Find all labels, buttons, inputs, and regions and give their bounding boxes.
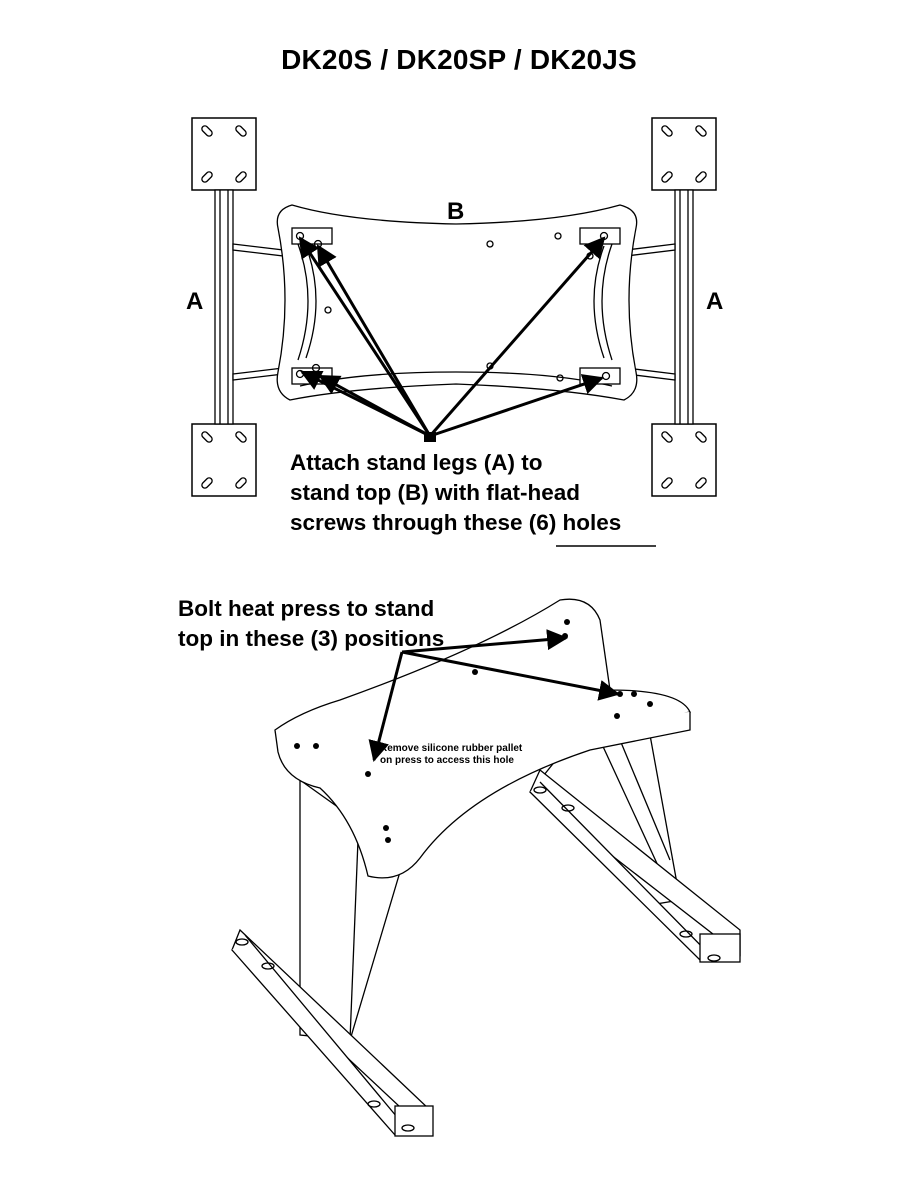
- page-title: DK20S / DK20SP / DK20JS: [281, 44, 637, 75]
- hole-note-line-2: on press to access this hole: [380, 755, 514, 766]
- hole-note-line-1: Remove silicone rubber pallet: [380, 743, 523, 754]
- attach-instruction: Attach stand legs (A) to stand top (B) w…: [290, 448, 621, 538]
- top-view: [191, 117, 717, 497]
- attach-line-3: screws through these (6) holes: [290, 510, 622, 535]
- leg-label-right: A: [706, 288, 724, 315]
- base-slots: [235, 786, 721, 1132]
- left-leg: [191, 117, 301, 497]
- leg-label-left: A: [186, 288, 204, 315]
- top-view-arrows: [298, 236, 606, 442]
- top-label: B: [447, 198, 465, 225]
- bolt-line-2: top in these (3) positions: [178, 626, 445, 651]
- bolt-instruction: Bolt heat press to stand top in these (3…: [178, 594, 444, 654]
- iso-view: [231, 598, 741, 1137]
- attach-line-2: stand top (B) with flat-head: [290, 480, 580, 505]
- stand-top-outline: [276, 204, 638, 401]
- hole-note: Remove silicone rubber pallet on press t…: [380, 743, 522, 767]
- bolt-line-1: Bolt heat press to stand: [178, 596, 435, 621]
- iso-view-arrows: [368, 629, 621, 763]
- attach-line-1: Attach stand legs (A) to: [290, 450, 543, 475]
